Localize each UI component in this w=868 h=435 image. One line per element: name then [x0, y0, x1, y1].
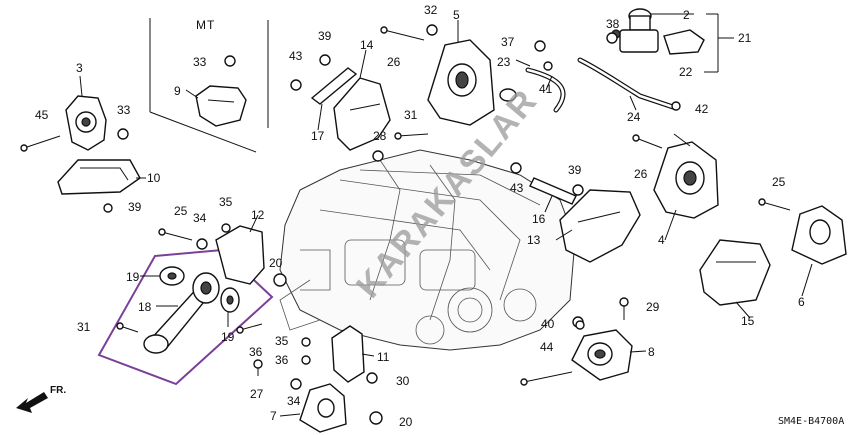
callout-42: 42 — [695, 102, 709, 116]
callout-3: 3 — [76, 61, 83, 75]
callout-8: 8 — [648, 345, 655, 359]
callout-20b: 20 — [399, 415, 413, 429]
control-valve — [611, 8, 705, 55]
callout-32: 32 — [424, 3, 438, 17]
callout-5: 5 — [453, 8, 460, 22]
callout-30: 30 — [396, 374, 410, 388]
callout-34b: 34 — [287, 394, 301, 408]
callout-34a: 34 — [193, 211, 207, 225]
mt-label: MT — [196, 18, 215, 32]
callout-18: 18 — [138, 300, 152, 314]
highlight-box — [97, 248, 274, 386]
callout-19a: 19 — [126, 270, 140, 284]
callout-39c: 39 — [568, 163, 582, 177]
callout-35b: 35 — [275, 334, 289, 348]
stay-17 — [310, 67, 358, 105]
callout-26b: 26 — [634, 167, 648, 181]
callout-45: 45 — [35, 108, 49, 122]
front-direction-indicator: FR. — [16, 385, 66, 413]
callout-22: 22 — [679, 65, 693, 79]
callout-17: 17 — [311, 129, 325, 143]
engine-assembly — [279, 149, 576, 351]
diagram-code: SM4E-B4700A — [778, 416, 844, 427]
callout-25a: 25 — [174, 204, 188, 218]
mount-5 — [427, 39, 517, 126]
callout-36a: 36 — [249, 345, 263, 359]
callout-41: 41 — [539, 82, 553, 96]
mount-8 — [571, 329, 633, 381]
callout-37: 37 — [501, 35, 515, 49]
callout-7: 7 — [270, 409, 277, 423]
callout-24: 24 — [627, 110, 641, 124]
bracket-12 — [215, 225, 265, 285]
callout-26a: 26 — [387, 55, 401, 69]
callout-31a: 31 — [77, 320, 91, 334]
callout-19b: 19 — [221, 330, 235, 344]
callout-39a: 39 — [318, 29, 332, 43]
callout-43a: 43 — [289, 49, 303, 63]
callout-36b: 36 — [275, 353, 289, 367]
bracket-10 — [57, 159, 141, 195]
callout-43b: 43 — [510, 181, 524, 195]
callout-9: 9 — [174, 84, 181, 98]
callout-33b: 33 — [117, 103, 131, 117]
bracket-11 — [331, 325, 365, 383]
stay-16 — [529, 177, 577, 205]
callout-20a: 20 — [269, 256, 283, 270]
front-label: FR. — [50, 385, 66, 396]
vacuum-hoses — [525, 57, 679, 113]
callout-44: 44 — [540, 340, 554, 354]
front-mount-1 — [653, 141, 719, 219]
callout-25b: 25 — [772, 175, 786, 189]
callout-labels: 2 3 4 5 6 7 8 9 10 11 12 13 14 15 16 17 … — [35, 3, 805, 429]
bracket-14 — [333, 77, 391, 151]
callout-38: 38 — [606, 17, 620, 31]
callout-33a: 33 — [193, 55, 207, 69]
mount-6 — [791, 205, 847, 265]
bracket-9 — [195, 85, 247, 127]
callout-6: 6 — [798, 295, 805, 309]
callout-15: 15 — [741, 314, 755, 328]
callout-35a: 35 — [219, 195, 233, 209]
callout-40: 40 — [541, 317, 555, 331]
front-arrow-icon — [16, 392, 48, 413]
callout-27: 27 — [250, 387, 264, 401]
callout-10: 10 — [147, 171, 161, 185]
callout-11: 11 — [377, 350, 390, 364]
callout-28: 28 — [373, 129, 387, 143]
torque-rod — [143, 266, 240, 354]
bracket-13 — [559, 189, 641, 263]
mt-panel: MT — [149, 18, 269, 153]
callout-29: 29 — [646, 300, 660, 314]
callout-12: 12 — [251, 208, 265, 222]
callout-16: 16 — [532, 212, 546, 226]
bracket-15 — [699, 239, 771, 306]
callout-39b: 39 — [128, 200, 142, 214]
callout-2: 2 — [683, 8, 690, 22]
callout-23: 23 — [497, 55, 511, 69]
fasteners — [20, 24, 791, 425]
rear-mount-part — [65, 95, 107, 151]
mount-7 — [299, 383, 347, 433]
leader-lines — [79, 13, 813, 417]
callout-14: 14 — [360, 38, 374, 52]
callout-31b: 31 — [404, 108, 418, 122]
callout-21: 21 — [738, 31, 752, 45]
callout-13: 13 — [527, 233, 541, 247]
callout-4: 4 — [658, 233, 665, 247]
